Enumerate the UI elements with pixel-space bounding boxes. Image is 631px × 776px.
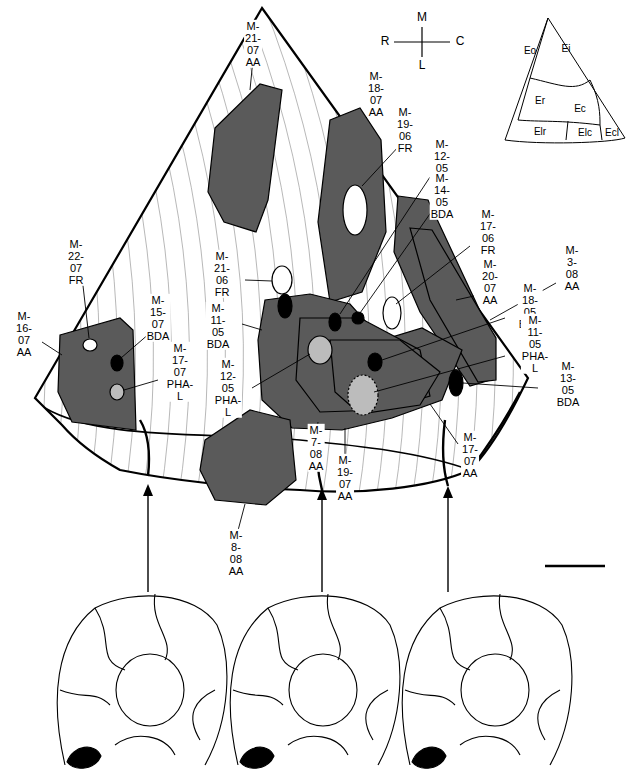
injection-label: M-17-07 PHA-L	[166, 342, 194, 402]
subfield-label: Elc	[577, 127, 593, 138]
section-nucleus	[461, 654, 529, 726]
section-outline	[230, 596, 400, 765]
injection-label: M-11-05 PHA-L	[521, 314, 549, 374]
injection-label: M-17-06 FR	[479, 208, 497, 256]
injection-label: M-19-06 FR	[396, 106, 414, 154]
injection-label: M-22-07 FR	[67, 238, 85, 286]
section-sulci	[460, 736, 520, 755]
subfield-label: Er	[534, 95, 546, 106]
section-sulci	[115, 736, 175, 755]
subfield-label: Elr	[533, 126, 547, 137]
section-outline	[402, 596, 572, 765]
subfield-label: Ecl	[604, 127, 620, 138]
stripe	[0, 0, 27, 500]
injection-label: M-7-08 AA	[308, 424, 325, 472]
entorhinal-mark	[412, 747, 446, 768]
injection-label: M-3-08 AA	[564, 244, 581, 292]
compass-label: C	[455, 35, 466, 48]
compass-label: R	[380, 35, 391, 48]
section-nucleus	[289, 654, 357, 726]
injection-label: M-17-07 AA	[461, 431, 479, 479]
stripe	[136, 0, 207, 500]
compass	[394, 27, 450, 57]
arrows	[148, 490, 448, 592]
injection-label: M-21-06 FR	[213, 250, 231, 298]
coronal-sections	[57, 594, 572, 768]
section-outline	[57, 596, 227, 765]
injection-label: M-18-07 AA	[367, 70, 385, 118]
stripe	[0, 0, 63, 500]
injection-label: M-11-05 BDA	[206, 302, 231, 350]
section-sulci	[288, 736, 348, 755]
stripe	[0, 0, 9, 500]
section-sulci	[405, 594, 560, 740]
leader-lines	[42, 59, 556, 538]
stripe	[28, 0, 99, 500]
injection-label: M-8-08 AA	[228, 529, 245, 577]
stripe	[0, 0, 45, 500]
injection-label: M-14-05 BDA	[430, 172, 455, 220]
injection-label: M-21-07 AA	[244, 20, 262, 68]
subfield-label: Eo	[523, 45, 537, 56]
injection-label: M-15-07 BDA	[146, 294, 171, 342]
section-sulci	[233, 594, 388, 740]
injection-label: M-16-07 AA	[15, 310, 33, 358]
injection-label: M-20-07 AA	[481, 258, 499, 306]
subfield-label: Ec	[573, 103, 587, 114]
scale-bar	[545, 565, 605, 568]
injection-label: M-12-05 PHA-L	[214, 358, 242, 418]
entorhinal-mark	[67, 747, 101, 768]
subfield-label: Ei	[561, 43, 572, 54]
compass-label: M	[416, 11, 428, 24]
inset-map	[505, 18, 625, 143]
section-nucleus	[116, 654, 184, 726]
section-sulci	[60, 594, 215, 740]
entorhinal-mark	[240, 747, 274, 768]
injection-label: M-13-05 BDA	[556, 360, 581, 408]
injection-sites	[58, 84, 496, 505]
injection-label: M-19-07 AA	[336, 454, 354, 502]
compass-label: L	[418, 59, 427, 72]
